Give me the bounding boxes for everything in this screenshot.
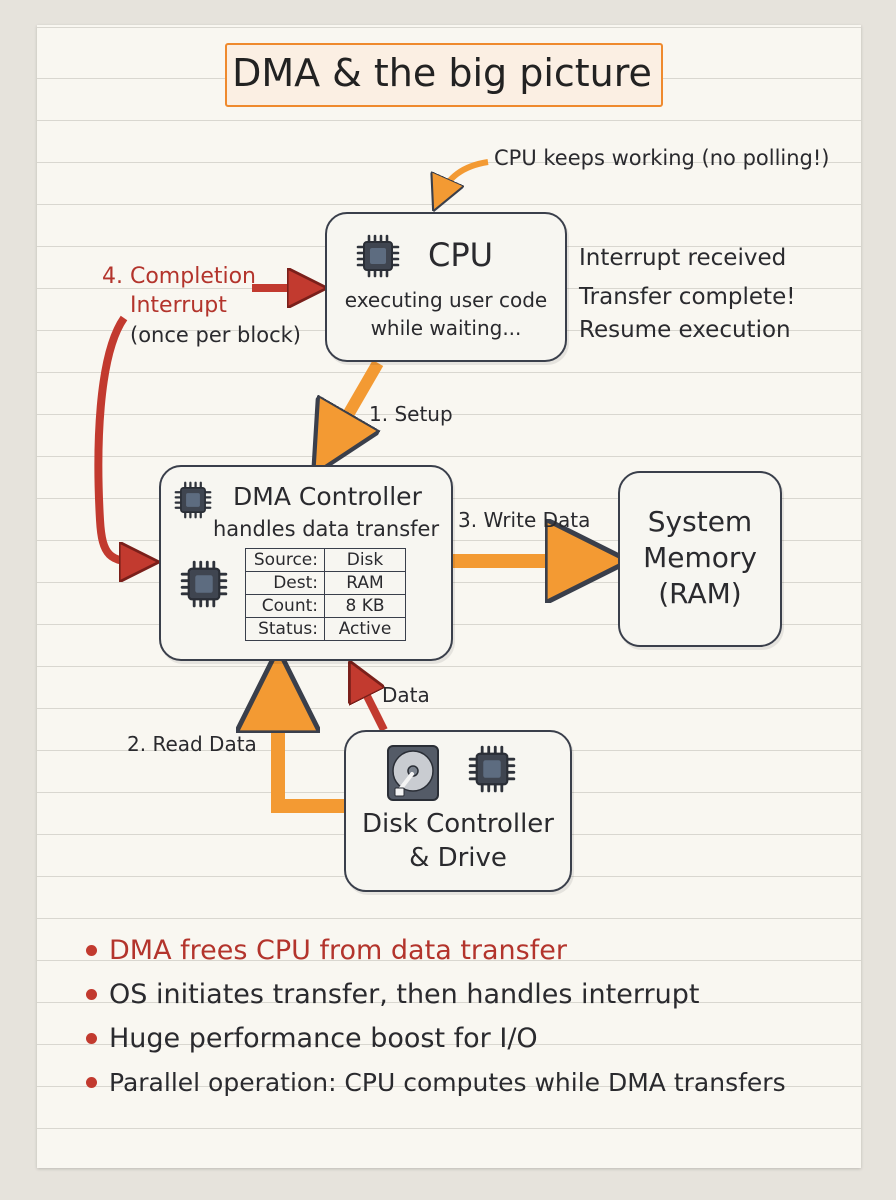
bullet-text: Parallel operation: CPU computes while D… xyxy=(109,1067,786,1097)
list-item: OS initiates transfer, then handles inte… xyxy=(86,972,786,1016)
memory-label-line2: Memory xyxy=(643,541,757,574)
bullet-dot xyxy=(86,1076,97,1088)
read-data-label: 2. Read Data xyxy=(127,732,257,756)
interrupt-label-line2: Interrupt xyxy=(130,293,227,318)
title-highlight xyxy=(225,43,663,107)
disk-label-line2: & Drive xyxy=(409,843,507,873)
bullet-dot xyxy=(86,1032,97,1044)
register-key: Count: xyxy=(245,594,325,618)
memory-label-line1: System xyxy=(647,505,753,538)
interrupt-arrow-to-dma xyxy=(94,315,140,562)
bullet-dot xyxy=(86,988,97,1000)
bullet-text: Huge performance boost for I/O xyxy=(109,1022,538,1054)
table-row: Status: Active xyxy=(245,617,406,641)
list-item: Huge performance boost for I/O xyxy=(86,1016,786,1060)
cpu-box xyxy=(325,212,567,362)
disk-controller-box xyxy=(344,730,572,892)
register-value: Disk xyxy=(324,548,406,572)
cpu-chip-icon xyxy=(356,234,400,278)
disk-controller-chip-icon xyxy=(468,745,516,793)
table-row: Source: Disk xyxy=(245,548,406,572)
cpu-status-line: Transfer complete! xyxy=(579,284,796,310)
table-row: Count: 8 KB xyxy=(245,594,406,618)
summary-bullet-list: DMA frees CPU from data transfer OS init… xyxy=(86,928,786,1104)
cpu-status-line: Resume execution xyxy=(579,317,791,343)
setup-label: 1. Setup xyxy=(369,402,453,426)
disk-label-line1: Disk Controller xyxy=(361,809,554,839)
bullet-dot xyxy=(86,944,97,956)
register-value: Active xyxy=(324,617,406,641)
bullet-text: OS initiates transfer, then handles inte… xyxy=(109,978,700,1010)
bullet-text: DMA frees CPU from data transfer xyxy=(109,934,567,966)
interrupt-label-line3: (once per block) xyxy=(130,323,301,347)
system-memory-box xyxy=(618,471,782,647)
cpu-note: CPU keeps working (no polling!) xyxy=(494,146,830,170)
cpu-keeps-working-arrow xyxy=(440,159,489,196)
dma-register-table: Source: Disk Dest: RAM Count: 8 KB Statu… xyxy=(245,548,406,641)
list-item: DMA frees CPU from data transfer xyxy=(86,928,786,972)
table-row: Dest: RAM xyxy=(245,571,406,595)
interrupt-label-line1: 4. Completion xyxy=(102,264,256,289)
register-key: Dest: xyxy=(245,571,325,595)
page-title: DMA & the big picture xyxy=(232,51,652,95)
cpu-subtitle-line2: while waiting... xyxy=(370,316,522,340)
hard-drive-icon xyxy=(387,745,439,801)
cpu-subtitle-line1: executing user code xyxy=(344,288,548,312)
register-value: 8 KB xyxy=(324,594,406,618)
data-arrow xyxy=(358,678,388,732)
register-key: Status: xyxy=(245,617,325,641)
cpu-status-line: Interrupt received xyxy=(579,245,787,271)
register-value: RAM xyxy=(324,571,406,595)
cpu-title: CPU xyxy=(428,236,494,274)
dma-subtitle: handles data transfer xyxy=(213,517,440,541)
write-data-label: 3. Write Data xyxy=(458,508,591,532)
data-label: Data xyxy=(382,683,430,707)
dma-chip-icon xyxy=(174,481,212,519)
setup-arrow xyxy=(330,359,384,446)
memory-label-line3: (RAM) xyxy=(658,577,742,610)
dma-title: DMA Controller xyxy=(233,482,422,511)
list-item: Parallel operation: CPU computes while D… xyxy=(86,1060,786,1104)
dma-chip-icon xyxy=(180,560,228,608)
read-data-arrow xyxy=(278,688,344,813)
register-key: Source: xyxy=(245,548,325,572)
